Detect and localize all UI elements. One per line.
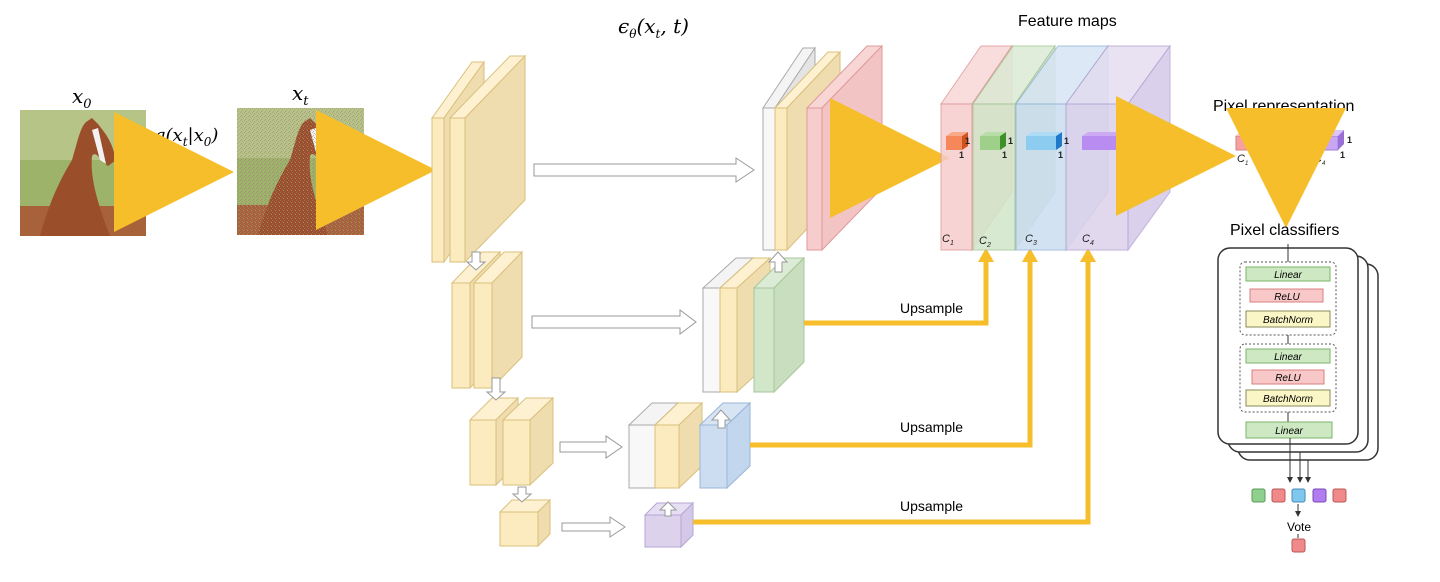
- vote-result-box: [1291, 538, 1306, 553]
- pr-c4: C4: [1314, 153, 1326, 167]
- svg-text:ReLU: ReLU: [1275, 373, 1301, 384]
- vote-boxes: [1251, 488, 1347, 503]
- clean-image: [20, 110, 146, 236]
- svg-text:1: 1: [1002, 150, 1007, 160]
- svg-text:1: 1: [1347, 135, 1352, 145]
- svg-text:Linear: Linear: [1275, 426, 1303, 437]
- svg-text:1: 1: [1128, 136, 1133, 146]
- classifier-output-arrows: [1287, 438, 1311, 483]
- up-arrows: [658, 251, 789, 517]
- svg-text:1: 1: [1340, 150, 1345, 160]
- classifier-linear-final: [1245, 421, 1333, 439]
- epsilon-label: ϵθ(xt, t): [618, 14, 689, 41]
- upsample-arrowheads: [978, 248, 1096, 262]
- down-arrows: [465, 251, 533, 503]
- classifier-linear-2: [1245, 348, 1331, 364]
- classifier-relu-2: [1251, 369, 1325, 385]
- encoder-level-1: [431, 54, 527, 264]
- skip-arrows: [531, 157, 755, 538]
- decoder-level-2: [701, 256, 806, 394]
- vote-label: Vote: [1287, 520, 1311, 534]
- encoder-bottleneck: [498, 498, 552, 548]
- x0-label: x0: [72, 84, 92, 112]
- q-process-label: q(xt|x0): [154, 125, 218, 149]
- svg-text:1: 1: [1064, 136, 1069, 146]
- pixel-classifiers-title: Pixel classifiers: [1230, 222, 1339, 239]
- svg-text:Linear: Linear: [1274, 270, 1302, 281]
- svg-text:ReLU: ReLU: [1274, 292, 1300, 303]
- c4-label: C4: [1082, 233, 1094, 247]
- pr-c1: C1: [1237, 153, 1248, 167]
- decoder-level-1: [762, 44, 884, 252]
- upsample-paths: [693, 258, 1091, 525]
- encoder-level-2: [450, 250, 524, 390]
- classifier-relu-1: [1249, 288, 1324, 303]
- c3-label: C3: [1025, 233, 1037, 247]
- pr-c3: C3: [1281, 153, 1293, 167]
- svg-text:1: 1: [1058, 150, 1063, 160]
- svg-text:Linear: Linear: [1274, 352, 1302, 363]
- svg-text:1: 1: [965, 136, 970, 146]
- pixel-representation-vector: [1235, 130, 1344, 151]
- svg-text:BatchNorm: BatchNorm: [1263, 315, 1313, 326]
- classifier-linear-1: [1245, 266, 1331, 282]
- c2-label: C2: [979, 235, 991, 249]
- c1-label: C1: [942, 233, 954, 247]
- pr-c2: C2: [1256, 153, 1268, 167]
- classifier-stack: Linear ReLU BatchNorm Linear ReLU BatchN…: [1217, 244, 1379, 461]
- upsample-label-2: Upsample: [900, 419, 963, 435]
- svg-text:1: 1: [1122, 150, 1127, 160]
- classifier-batchnorm-1: [1245, 310, 1331, 328]
- pixel-representation-title: Pixel representation: [1213, 98, 1354, 115]
- classifier-batchnorm-2: [1245, 389, 1331, 407]
- upsample-label-1: Upsample: [900, 300, 963, 316]
- noisy-image: [237, 108, 364, 235]
- svg-text:1: 1: [1008, 136, 1013, 146]
- svg-text:1: 1: [959, 150, 964, 160]
- decoder-level-3: [627, 401, 752, 490]
- svg-text:BatchNorm: BatchNorm: [1263, 394, 1313, 405]
- xt-label: xt: [292, 81, 309, 109]
- feature-maps-title: Feature maps: [1018, 13, 1117, 30]
- upsample-label-3: Upsample: [900, 498, 963, 514]
- encoder-level-3: [468, 396, 555, 487]
